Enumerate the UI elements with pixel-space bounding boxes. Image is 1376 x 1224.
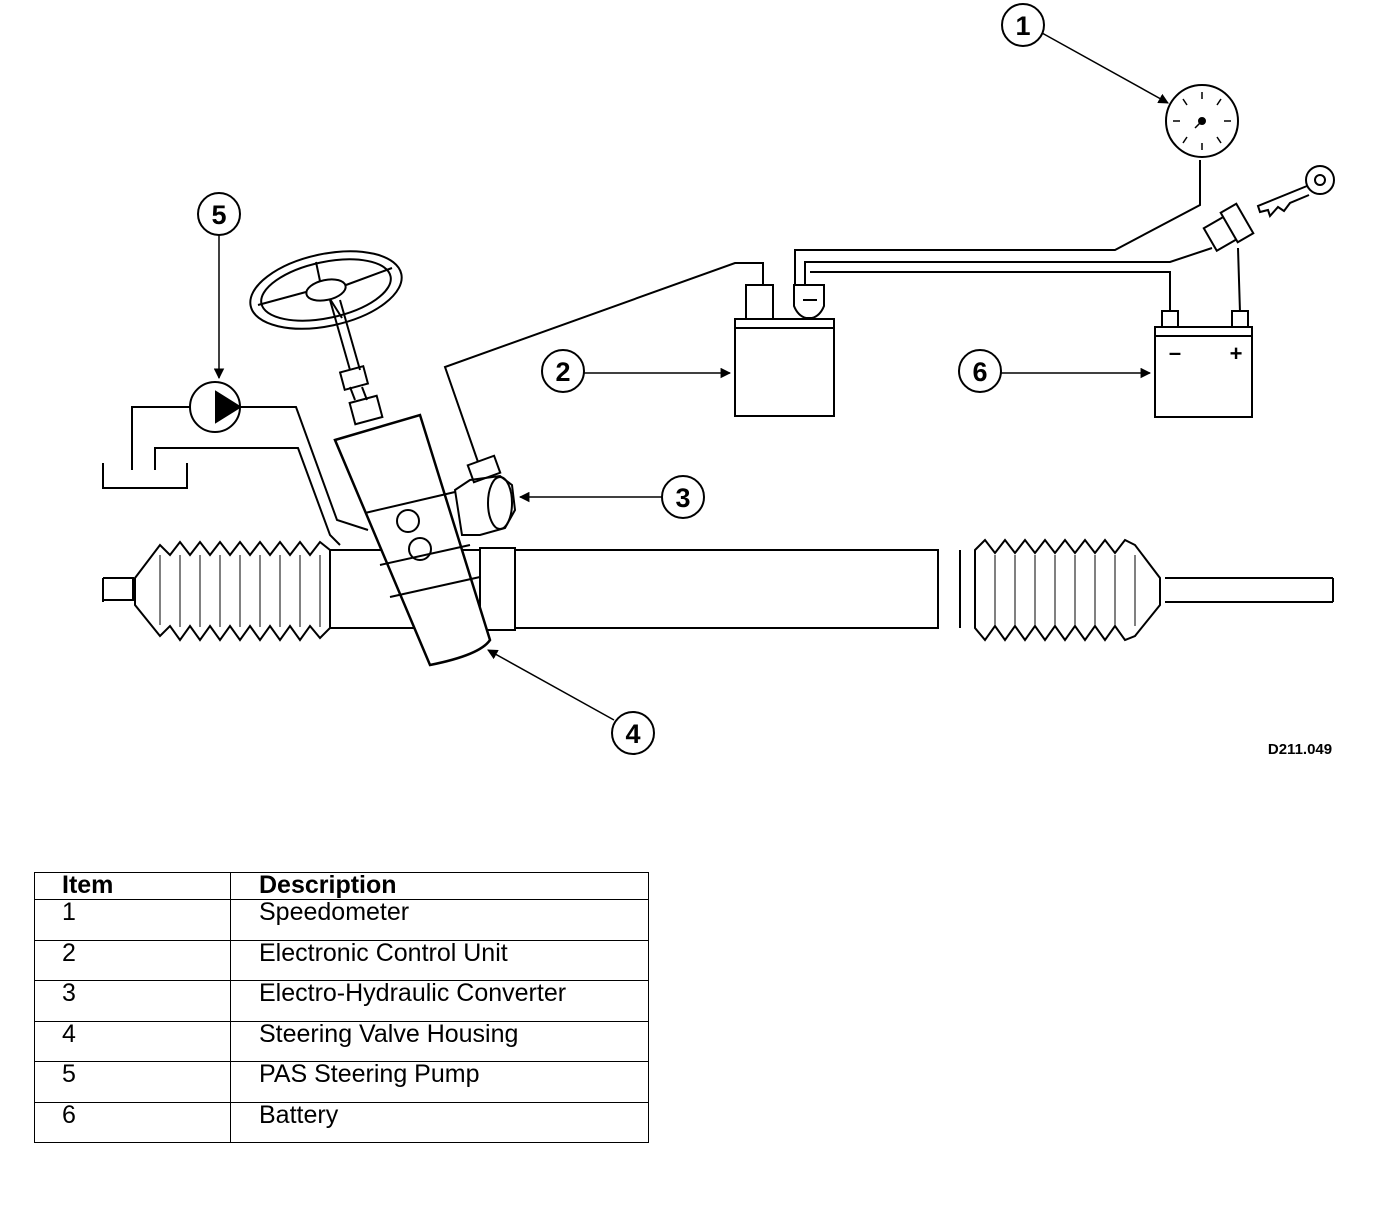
callout-5-number: 5 (211, 200, 226, 230)
steering-column (329, 299, 384, 426)
battery-icon (1154, 310, 1253, 418)
legend-item-number: 3 (34, 980, 231, 1022)
callout-2 (541, 349, 732, 393)
pump-icon (189, 381, 242, 433)
electro-hydraulic-converter (453, 454, 517, 536)
steering-system-diagram: 1 2 3 4 5 6 – + D211.049 (102, 3, 1335, 758)
battery-plus-label: + (1230, 341, 1243, 366)
speedometer-gauge-icon (1165, 84, 1239, 158)
legend-item-number: 2 (34, 939, 231, 981)
legend-item-description: Electronic Control Unit (230, 939, 649, 981)
callout-4-number: 4 (625, 719, 640, 749)
legend-item-number: 5 (34, 1061, 231, 1103)
wiring (443, 160, 1241, 463)
callout-4 (487, 649, 655, 755)
table-row: 1 Speedometer (34, 899, 649, 941)
callout-1 (1001, 3, 1169, 104)
legend-item-number: 1 (34, 899, 231, 941)
drawing-reference: D211.049 (1268, 741, 1332, 758)
right-gaiter (974, 538, 1161, 642)
legend-item-description: PAS Steering Pump (230, 1061, 649, 1103)
legend-header-item: Item (34, 872, 231, 900)
legend-item-description: Battery (230, 1101, 649, 1143)
steering-wheel-icon (249, 250, 403, 330)
callout-3 (518, 475, 705, 519)
table-row: 6 Battery (34, 1101, 649, 1143)
legend-item-description: Electro-Hydraulic Converter (230, 980, 649, 1022)
legend-header-description: Description (230, 872, 649, 900)
ignition-key-icon (1256, 165, 1335, 218)
legend-table: Item Description 1 Speedometer 2 Electro… (34, 872, 649, 1143)
table-row: 2 Electronic Control Unit (34, 939, 649, 981)
callout-5 (197, 192, 241, 380)
legend-item-number: 4 (34, 1020, 231, 1062)
table-row: 5 PAS Steering Pump (34, 1061, 649, 1103)
callout-3-number: 3 (675, 483, 690, 513)
left-gaiter (134, 540, 331, 642)
legend-item-number: 6 (34, 1101, 231, 1143)
callout-6 (958, 349, 1152, 393)
legend-item-description: Steering Valve Housing (230, 1020, 649, 1062)
legend-item-description: Speedometer (230, 899, 649, 941)
table-row: 4 Steering Valve Housing (34, 1020, 649, 1062)
callout-1-number: 1 (1015, 11, 1030, 41)
ecu-icon (734, 284, 835, 417)
ignition-switch-icon (1202, 202, 1255, 253)
battery-minus-label: – (1169, 340, 1181, 365)
table-row: 3 Electro-Hydraulic Converter (34, 980, 649, 1022)
callout-2-number: 2 (555, 357, 570, 387)
callout-6-number: 6 (972, 357, 987, 387)
legend-header-row: Item Description (34, 872, 649, 900)
steering-valve-housing (333, 413, 492, 667)
fluid-reservoir-icon (102, 463, 188, 489)
hydraulic-lines (131, 406, 369, 546)
